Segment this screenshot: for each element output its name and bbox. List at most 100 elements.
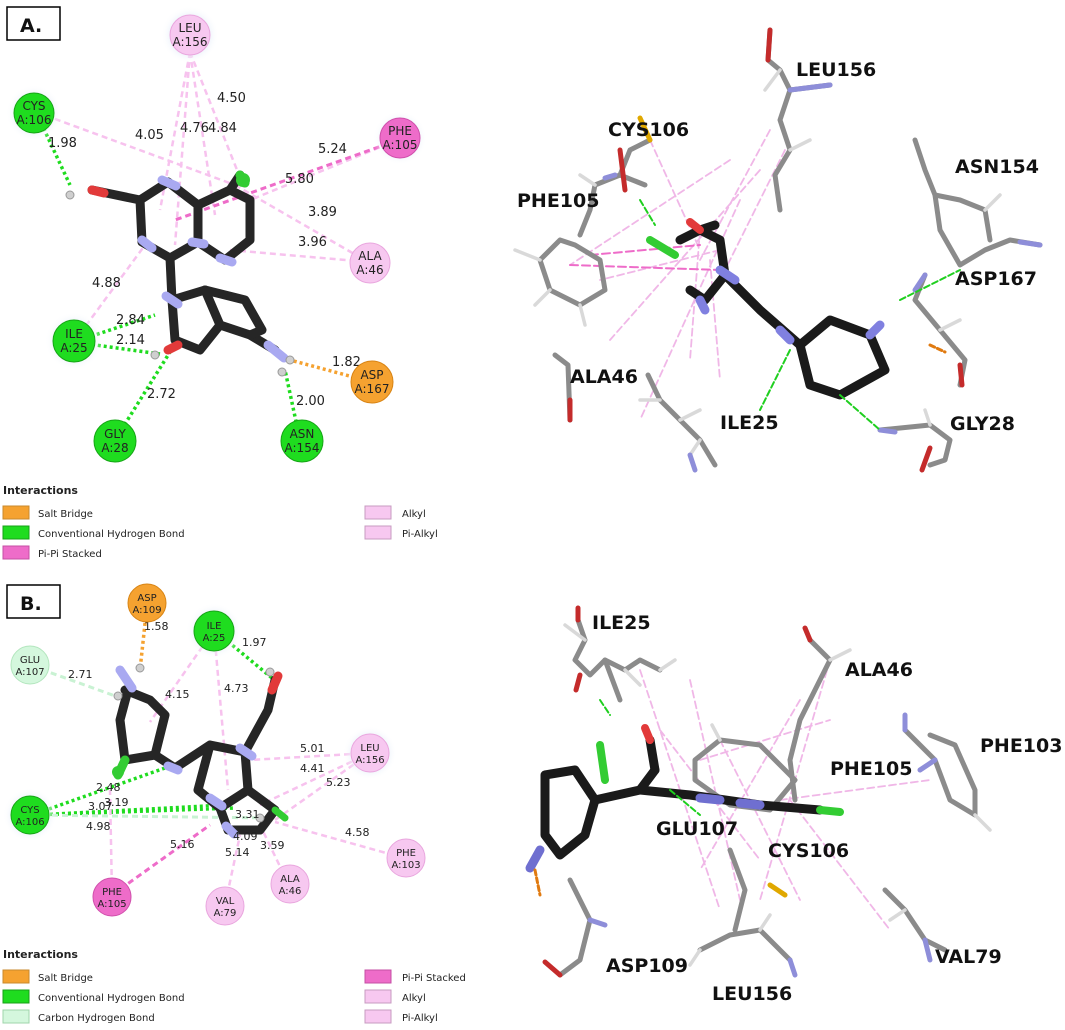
distance-label: 2.14: [116, 333, 145, 348]
panel-a-3d-labels: LEU156 CYS106 ASN154 PHE105 ASP167 ALA46…: [517, 59, 1039, 435]
svg-text:Pi-Alkyl: Pi-Alkyl: [402, 529, 438, 540]
distance-label: 1.82: [332, 355, 361, 370]
svg-text:Pi-Pi Stacked: Pi-Pi Stacked: [402, 973, 466, 984]
panel-a-tag-box: [6, 6, 61, 41]
distance-label: 3.07: [88, 800, 113, 813]
residue-phe103: PHE A:103: [386, 838, 426, 878]
svg-text:LEU: LEU: [178, 21, 201, 35]
residue-cys106-b: CYS A:106: [3, 788, 57, 842]
svg-text:Salt Bridge: Salt Bridge: [38, 973, 93, 984]
distance-label: 3.96: [298, 235, 327, 250]
label-3d: CYS106: [768, 840, 849, 862]
distance-label: 4.58: [345, 826, 370, 839]
svg-text:A:79: A:79: [214, 908, 237, 919]
distance-label: 4.41: [300, 762, 325, 775]
distance-label: 5.01: [300, 742, 325, 755]
svg-text:A:46: A:46: [356, 263, 383, 277]
distance-label: 4.05: [135, 128, 164, 143]
residue-ile25-b: ILE A:25: [186, 603, 242, 659]
svg-text:A:28: A:28: [101, 441, 128, 455]
svg-text:Alkyl: Alkyl: [402, 509, 426, 520]
distance-label: 4.98: [86, 820, 111, 833]
distance-label: 2.84: [116, 313, 145, 328]
distance-label: 1.97: [242, 636, 267, 649]
label-3d: PHE105: [517, 190, 599, 212]
panel-b-tag-box: [6, 584, 61, 619]
residue-ala46: ALA A:46: [349, 242, 391, 284]
residue-val79: VAL A:79: [205, 886, 245, 926]
label-3d: ASP167: [955, 268, 1037, 290]
svg-text:ILE: ILE: [207, 621, 222, 632]
svg-text:GLU: GLU: [20, 655, 40, 666]
label-3d: CYS106: [608, 119, 689, 141]
panel-a: A.: [2, 6, 1043, 560]
label-3d: PHE103: [980, 735, 1062, 757]
residue-leu156: LEU A:156: [161, 6, 219, 64]
panel-b-legend: Interactions Salt Bridge Conventional Hy…: [2, 948, 466, 1024]
svg-text:CYS: CYS: [22, 99, 45, 113]
distance-label: 4.09: [233, 830, 258, 843]
svg-text:A:106: A:106: [17, 113, 52, 127]
svg-text:LEU: LEU: [360, 743, 379, 754]
label-3d: VAL79: [935, 946, 1002, 968]
distance-label: 4.88: [92, 276, 121, 291]
svg-text:ASP: ASP: [360, 368, 383, 382]
svg-text:Salt Bridge: Salt Bridge: [38, 509, 93, 520]
svg-text:Conventional Hydrogen Bond: Conventional Hydrogen Bond: [38, 529, 185, 540]
panel-b-3d-labels: ILE25 ALA46 PHE103 PHE105 GLU107 CYS106 …: [592, 612, 1062, 1005]
distance-label: 3.89: [308, 205, 337, 220]
svg-text:Conventional Hydrogen Bond: Conventional Hydrogen Bond: [38, 993, 185, 1004]
distance-label: 5.80: [285, 172, 314, 187]
panel-b-3d-view: [525, 605, 992, 978]
distance-label: 4.76: [180, 121, 209, 136]
distance-label: 3.59: [260, 839, 285, 852]
distance-label: 4.73: [224, 682, 249, 695]
distance-label: 5.16: [170, 838, 195, 851]
svg-text:A:103: A:103: [391, 860, 420, 871]
svg-text:PHE: PHE: [396, 848, 416, 859]
panel-b: B.: [2, 583, 1062, 1024]
svg-text:CYS: CYS: [20, 805, 39, 816]
residue-glu107: GLU A:107: [10, 645, 50, 685]
residue-asn154: ASN A:154: [280, 419, 324, 463]
residue-ile25: ILE A:25: [45, 312, 103, 370]
label-3d: ASP109: [606, 955, 688, 977]
svg-text:ASN: ASN: [290, 427, 315, 441]
svg-text:ALA: ALA: [358, 249, 382, 263]
distance-label: 4.50: [217, 91, 246, 106]
panel-a-distance-labels: 4.50 4.76 4.84 4.05 1.98 5.24 5.80 3.89 …: [48, 91, 361, 409]
distance-label: 3.19: [104, 796, 129, 809]
svg-text:A:105: A:105: [383, 138, 418, 152]
panel-a-tag: A.: [20, 15, 42, 37]
svg-text:Interactions: Interactions: [3, 484, 78, 497]
svg-text:A:156: A:156: [355, 755, 384, 766]
distance-label: 4.15: [165, 688, 190, 701]
svg-text:Alkyl: Alkyl: [402, 993, 426, 1004]
svg-text:GLY: GLY: [104, 427, 126, 441]
label-3d: ASN154: [955, 156, 1039, 178]
svg-text:Pi-Alkyl: Pi-Alkyl: [402, 1013, 438, 1024]
residue-asp167: ASP A:167: [350, 360, 394, 404]
svg-text:A:107: A:107: [15, 667, 44, 678]
distance-label: 1.98: [48, 136, 77, 151]
distance-label: 1.58: [144, 620, 169, 633]
label-3d: ALA46: [570, 366, 638, 388]
residue-gly28: GLY A:28: [93, 419, 137, 463]
residue-phe105: PHE A:105: [373, 111, 427, 165]
svg-text:A:109: A:109: [132, 605, 161, 616]
svg-text:A:106: A:106: [15, 817, 44, 828]
label-3d: LEU156: [796, 59, 876, 81]
svg-text:PHE: PHE: [388, 124, 412, 138]
svg-text:ALA: ALA: [280, 874, 300, 885]
svg-text:Pi-Pi Stacked: Pi-Pi Stacked: [38, 549, 102, 560]
panel-a-legend: Interactions Salt Bridge Conventional Hy…: [2, 484, 438, 560]
svg-text:A:105: A:105: [97, 899, 126, 910]
label-3d: ILE25: [592, 612, 651, 634]
label-3d: ALA46: [845, 659, 913, 681]
label-3d: GLU107: [656, 818, 738, 840]
distance-label: 2.48: [96, 781, 121, 794]
svg-text:A:25: A:25: [60, 341, 87, 355]
label-3d: LEU156: [712, 983, 792, 1005]
panel-a-residues: LEU A:156 CYS A:106 PHE A:105 ALA A:46: [6, 6, 427, 463]
